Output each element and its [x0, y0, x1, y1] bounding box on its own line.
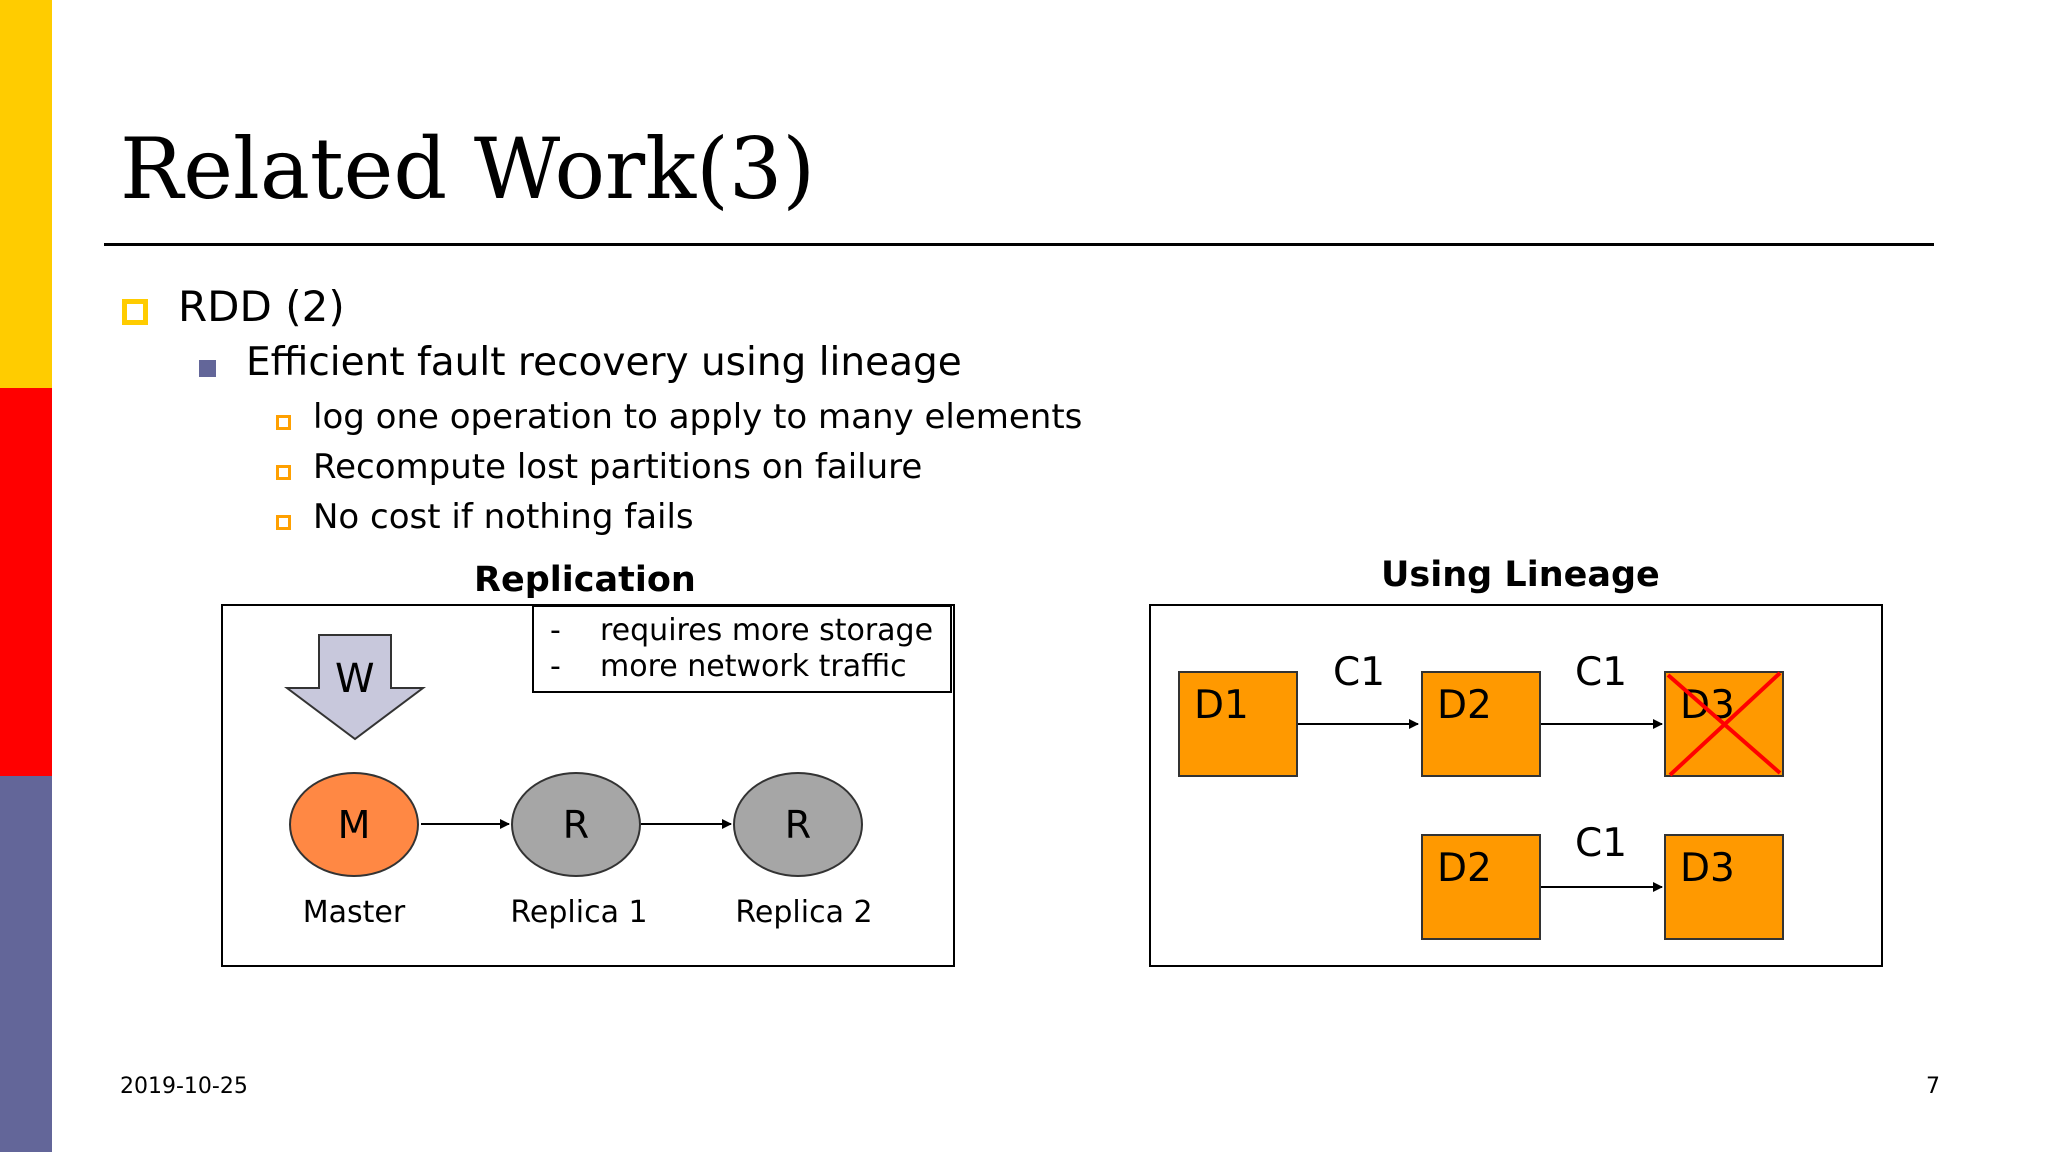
sidebar-bar-yellow	[0, 0, 52, 388]
bullet-level3-item: Recompute lost partitions on failure	[313, 447, 923, 487]
footer-date: 2019-10-25	[120, 1074, 248, 1099]
data-box: D1	[1178, 671, 1298, 777]
data-box: D2	[1421, 834, 1541, 940]
node-label: Replica 1	[510, 895, 648, 930]
bullet-square-icon	[122, 299, 148, 325]
master-node: M	[289, 772, 419, 877]
slide-title: Related Work(3)	[120, 120, 816, 218]
bullet-level3-item: No cost if nothing fails	[313, 497, 694, 537]
lineage-diagram	[1149, 604, 1883, 967]
bullet-level2: Efficient fault recovery using lineage	[246, 340, 962, 385]
operation-label: C1	[1333, 650, 1386, 695]
bullet-level1: RDD (2)	[178, 282, 345, 331]
data-box: D2	[1421, 671, 1541, 777]
write-arrow-icon	[284, 634, 426, 741]
lineage-title: Using Lineage	[1381, 555, 1660, 595]
sidebar-bar-purple	[0, 776, 52, 1152]
note-line: -requires more storage	[550, 613, 934, 648]
data-box: D3	[1664, 834, 1784, 940]
title-divider	[104, 243, 1934, 246]
note-line: -more network traffic	[550, 649, 907, 684]
sidebar-bar-red	[0, 388, 52, 776]
bullet-square-filled-icon	[199, 360, 216, 377]
page-number: 7	[1926, 1074, 1940, 1099]
node-label: Master	[302, 895, 406, 930]
operation-label: C1	[1575, 821, 1628, 866]
write-label: W	[335, 656, 375, 702]
node-label: Replica 2	[735, 895, 873, 930]
bullet-small-square-icon	[276, 465, 291, 480]
bullet-small-square-icon	[276, 515, 291, 530]
replica-node: R	[733, 772, 863, 877]
replication-title: Replication	[474, 560, 696, 600]
replica-node: R	[511, 772, 641, 877]
operation-label: C1	[1575, 650, 1628, 695]
replication-notes: -requires more storage -more network tra…	[532, 605, 952, 693]
bullet-small-square-icon	[276, 415, 291, 430]
bullet-level3-item: log one operation to apply to many eleme…	[313, 397, 1083, 437]
